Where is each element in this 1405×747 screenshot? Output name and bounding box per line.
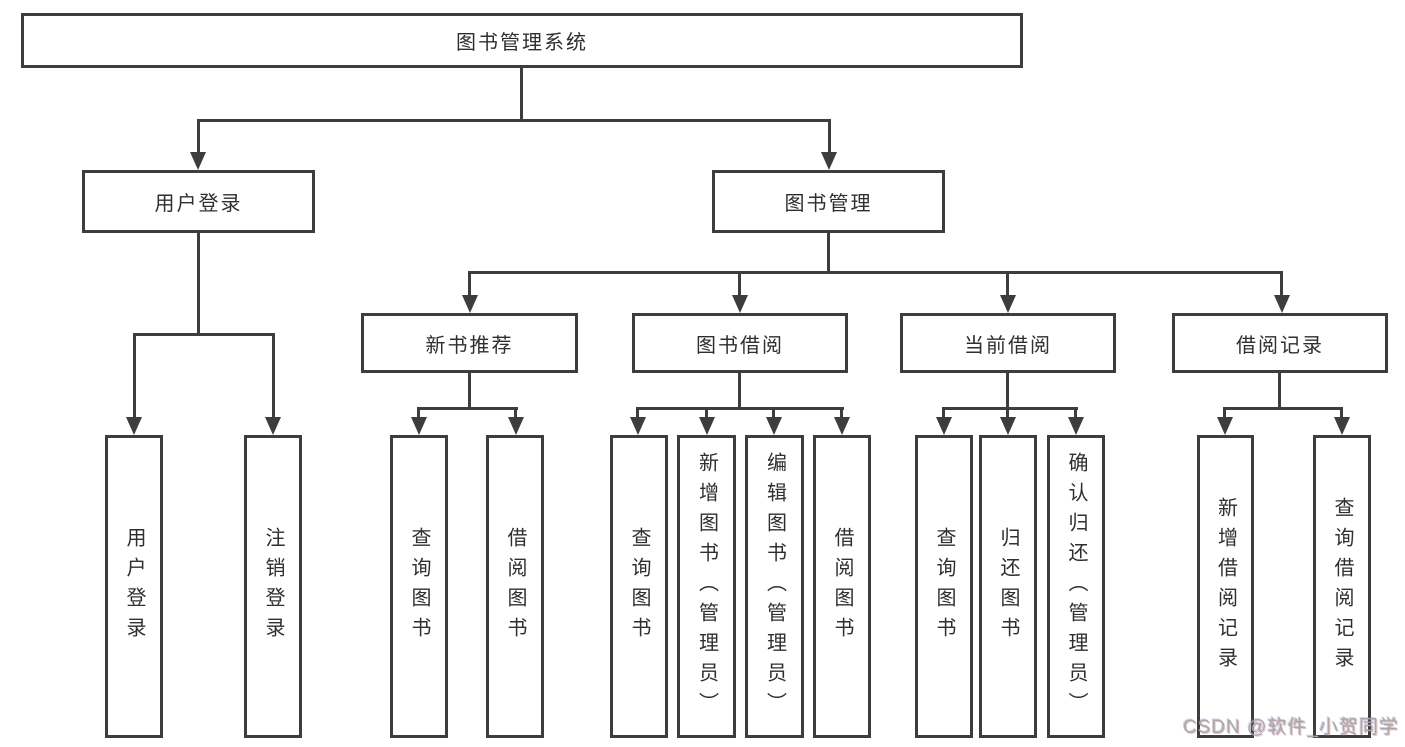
connector-line xyxy=(272,333,275,417)
node-label: 图书管理 xyxy=(784,193,873,215)
connector-line xyxy=(738,271,741,297)
leaf-borrow-borrow-books: 借阅图书 xyxy=(813,435,871,738)
node-label: 查询图书 xyxy=(933,526,955,647)
connector-line xyxy=(520,68,523,121)
node-new-book-recommend: 新书推荐 xyxy=(361,313,578,373)
connector-line xyxy=(514,407,517,419)
node-label: 新书推荐 xyxy=(425,334,514,357)
arrowhead-down-icon xyxy=(126,417,142,435)
connector-line xyxy=(840,407,843,419)
connector-line xyxy=(197,119,200,153)
arrowhead-down-icon xyxy=(190,152,206,170)
node-label: 编辑图书（管理员） xyxy=(763,451,786,722)
node-borrow-records: 借阅记录 xyxy=(1172,313,1388,373)
node-label: 归还图书 xyxy=(997,526,1019,647)
arrowhead-down-icon xyxy=(732,295,748,313)
leaf-recommend-query-books: 查询图书 xyxy=(390,435,448,738)
connector-line xyxy=(636,407,844,410)
leaf-logout: 注销登录 xyxy=(244,435,302,738)
leaf-current-query-books: 查询图书 xyxy=(915,435,973,738)
node-label: 借阅图书 xyxy=(504,526,526,647)
leaf-current-confirm-return-admin: 确认归还（管理员） xyxy=(1047,435,1105,738)
connector-line xyxy=(468,271,1283,274)
leaf-records-add-borrow-record: 新增借阅记录 xyxy=(1197,435,1254,738)
arrowhead-down-icon xyxy=(462,295,478,313)
connector-line xyxy=(468,271,471,297)
node-label: 当前借阅 xyxy=(964,334,1052,357)
connector-line xyxy=(1074,407,1077,419)
node-label: 查询图书 xyxy=(408,526,430,647)
connector-line xyxy=(1006,271,1009,297)
connector-line xyxy=(942,407,1078,410)
node-current-borrowing: 当前借阅 xyxy=(900,313,1116,373)
arrowhead-down-icon xyxy=(936,417,952,435)
csdn-watermark: CSDN @软件_小贺同学 xyxy=(1183,717,1399,738)
node-label: 图书借阅 xyxy=(696,334,784,357)
node-label: 新增借阅记录 xyxy=(1214,496,1237,677)
connector-line xyxy=(1223,407,1343,410)
arrowhead-down-icon xyxy=(1274,295,1290,313)
arrowhead-down-icon xyxy=(1000,417,1016,435)
arrowhead-down-icon xyxy=(834,417,850,435)
arrowhead-down-icon xyxy=(1217,417,1233,435)
connector-line xyxy=(827,233,830,274)
arrowhead-down-icon xyxy=(1000,295,1016,313)
node-label: 新增图书（管理员） xyxy=(695,451,718,722)
connector-line xyxy=(417,407,518,410)
connector-line xyxy=(636,407,639,419)
arrowhead-down-icon xyxy=(1334,417,1350,435)
connector-line xyxy=(133,333,136,417)
connector-line xyxy=(133,333,275,336)
leaf-records-query-borrow-record: 查询借阅记录 xyxy=(1313,435,1371,738)
node-label: 用户登录 xyxy=(154,193,243,215)
connector-line xyxy=(828,119,831,153)
connector-line xyxy=(1006,373,1009,410)
leaf-borrow-add-books-admin: 新增图书（管理员） xyxy=(677,435,736,738)
connector-line xyxy=(738,373,741,410)
node-root-book-management-system: 图书管理系统 xyxy=(21,13,1023,68)
node-book-borrowing: 图书借阅 xyxy=(632,313,848,373)
leaf-borrow-query-books: 查询图书 xyxy=(610,435,668,738)
arrowhead-down-icon xyxy=(265,417,281,435)
node-user-login: 用户登录 xyxy=(82,170,315,233)
connector-line xyxy=(1223,407,1226,419)
node-label: 用户登录 xyxy=(123,526,145,647)
node-book-management: 图书管理 xyxy=(712,170,945,233)
leaf-current-return-books: 归还图书 xyxy=(979,435,1037,738)
connector-line xyxy=(197,119,831,122)
connector-line xyxy=(1278,373,1281,410)
connector-line xyxy=(1340,407,1343,419)
connector-line xyxy=(197,233,200,335)
node-label: 查询图书 xyxy=(628,526,650,647)
arrowhead-down-icon xyxy=(630,417,646,435)
connector-line xyxy=(1006,407,1009,419)
arrowhead-down-icon xyxy=(1068,417,1084,435)
connector-line xyxy=(705,407,708,419)
node-label: 图书管理系统 xyxy=(456,32,588,54)
node-label: 确认归还（管理员） xyxy=(1065,451,1087,722)
leaf-borrow-edit-books-admin: 编辑图书（管理员） xyxy=(745,435,804,738)
leaf-recommend-borrow-books: 借阅图书 xyxy=(486,435,544,738)
arrowhead-down-icon xyxy=(508,417,524,435)
node-label: 注销登录 xyxy=(262,526,284,647)
connector-line xyxy=(1280,271,1283,297)
node-label: 查询借阅记录 xyxy=(1331,496,1353,677)
leaf-user-login: 用户登录 xyxy=(105,435,163,738)
arrowhead-down-icon xyxy=(411,417,427,435)
connector-line xyxy=(468,373,471,410)
arrowhead-down-icon xyxy=(821,152,837,170)
node-label: 借阅图书 xyxy=(831,526,853,647)
connector-line xyxy=(417,407,420,419)
arrowhead-down-icon xyxy=(766,417,782,435)
arrowhead-down-icon xyxy=(699,417,715,435)
node-label: 借阅记录 xyxy=(1236,334,1324,357)
connector-line xyxy=(772,407,775,419)
connector-line xyxy=(942,407,945,419)
